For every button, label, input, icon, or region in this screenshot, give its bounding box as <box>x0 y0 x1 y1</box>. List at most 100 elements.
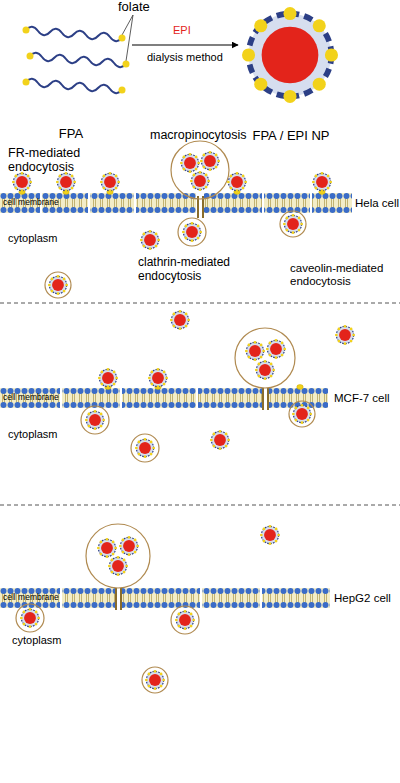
membrane-segment <box>0 588 60 608</box>
polymer-chain <box>26 27 122 42</box>
vesicle <box>86 524 150 588</box>
membrane <box>0 588 330 608</box>
vesicle <box>45 272 71 298</box>
nanoparticle <box>119 536 139 556</box>
cell-name: MCF-7 cell <box>334 392 390 405</box>
node-label: FPA / EPI NP <box>238 129 344 144</box>
nanoparticle <box>145 670 165 690</box>
macropinocytosis-channel <box>120 588 122 610</box>
vesicle <box>235 328 295 388</box>
nanoparticle-node: FPA / EPI NP <box>238 4 344 144</box>
membrane-segment <box>202 588 260 608</box>
membrane-label: cell membrane <box>3 198 59 208</box>
membrane-label: cell membrane <box>3 393 59 403</box>
nanoparticle <box>20 608 40 628</box>
nanoparticle <box>108 556 128 576</box>
edge-label: dialysis method <box>147 51 223 64</box>
nanoparticle <box>98 368 118 388</box>
folate-dot <box>119 87 126 94</box>
membrane-segment <box>0 388 60 408</box>
nanoparticle <box>180 153 200 173</box>
membrane <box>0 193 352 213</box>
folate-label: folate <box>118 0 150 15</box>
folate-dot <box>119 35 126 42</box>
pathway-label: macropinocytosis <box>150 128 247 142</box>
vesicle <box>131 434 159 462</box>
polymer-group: FPA <box>10 16 132 142</box>
nanoparticle <box>255 360 275 380</box>
pathway-label: caveolin-mediated endocytosis <box>290 262 398 288</box>
nanoparticle <box>140 230 160 250</box>
node-label: FPA <box>10 127 132 142</box>
vesicle <box>280 211 306 237</box>
folate-dot <box>23 79 30 86</box>
section-divider <box>0 505 400 506</box>
membrane-segment <box>122 388 196 408</box>
nanoparticle <box>56 172 76 192</box>
nanoparticle <box>200 151 220 171</box>
membrane-segment <box>264 193 310 213</box>
nanoparticle <box>175 610 195 630</box>
nanoparticle <box>148 368 168 388</box>
nanoparticle <box>12 172 32 192</box>
pathway-label: FR-mediated endocytosis <box>8 146 98 175</box>
vesicle <box>171 141 229 199</box>
nanoparticle <box>292 404 312 424</box>
nanoparticle <box>100 172 120 192</box>
macropinocytosis-channel <box>267 388 269 410</box>
membrane <box>0 388 328 408</box>
vesicle <box>171 606 199 634</box>
drug-label: EPI <box>173 24 191 37</box>
membrane-label: cell membrane <box>3 593 59 603</box>
vesicle <box>178 218 206 246</box>
cell-name: Hela cell <box>355 197 399 210</box>
folate-dot <box>27 53 34 60</box>
cytoplasm-label: cytoplasm <box>8 428 58 441</box>
nanoparticle <box>170 310 190 330</box>
pathway-label: clathrin-mediated endocytosis <box>138 256 248 284</box>
vesicle <box>81 406 109 434</box>
membrane-segment <box>262 588 330 608</box>
nanoparticle <box>182 222 202 242</box>
cytoplasm-label: cytoplasm <box>12 634 62 647</box>
folate-receptor <box>297 385 303 390</box>
macropinocytosis-channel <box>262 388 264 410</box>
membrane-segment <box>62 388 120 408</box>
nanoparticle <box>190 171 210 191</box>
folate-dot <box>123 61 130 68</box>
process-arrow <box>132 44 238 45</box>
membrane-segment <box>121 588 200 608</box>
nanoparticle <box>135 438 155 458</box>
nanoparticle-large <box>242 7 338 103</box>
vesicle <box>16 604 44 632</box>
nanoparticle <box>85 410 105 430</box>
nanoparticle <box>227 172 247 192</box>
section-divider <box>0 303 400 304</box>
nanoparticle <box>266 339 286 359</box>
macropinocytosis-channel <box>115 588 117 610</box>
membrane-segment <box>268 388 328 408</box>
cytoplasm-label: cytoplasm <box>8 232 58 245</box>
cell-name: HepG2 cell <box>334 592 391 605</box>
folate-dot <box>23 27 30 34</box>
membrane-segment <box>198 388 262 408</box>
vesicle <box>142 667 168 693</box>
polymer-chain <box>26 79 122 94</box>
nanoparticle <box>312 172 332 192</box>
vesicle <box>289 401 315 427</box>
polymer-chain <box>30 53 126 68</box>
nanoparticle <box>245 341 265 361</box>
nanoparticle <box>97 538 117 558</box>
membrane-segment <box>312 193 352 213</box>
nanoparticle <box>283 214 303 234</box>
nanoparticle <box>335 325 355 345</box>
membrane-segment <box>90 193 134 213</box>
nanoparticle <box>48 275 68 295</box>
membrane-segment <box>62 588 115 608</box>
nanoparticle <box>260 525 280 545</box>
nanoparticle <box>210 430 230 450</box>
leader-line <box>126 15 133 61</box>
